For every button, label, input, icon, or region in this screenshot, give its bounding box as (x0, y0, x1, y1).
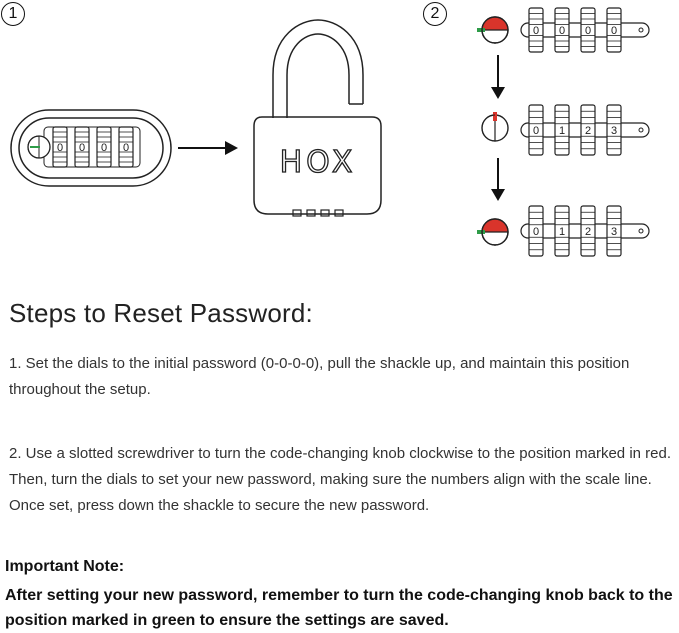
dial-digit: 2 (585, 226, 591, 238)
lock-logo: HOX (280, 145, 357, 180)
step-1-instructions: 1. Set the dials to the initial password… (9, 355, 630, 398)
dial-digit: 0 (559, 25, 565, 37)
knob-red-position (481, 112, 509, 142)
green-marker (477, 28, 485, 32)
axle-screw-icon (638, 27, 644, 33)
dial-digit: 0 (585, 25, 591, 37)
dial-digit: 0 (101, 142, 107, 154)
arrow-down-icon-1 (491, 55, 505, 99)
dials-row-2: 0 1 2 3 (520, 104, 650, 156)
padlock-illustration (253, 19, 382, 217)
dial-digit: 1 (559, 125, 565, 137)
dials-overview: 0 0 0 0 (52, 126, 134, 168)
knob-green-position-2 (477, 218, 509, 246)
lock-bottom-knob (27, 135, 51, 159)
dial-digit: 0 (533, 226, 539, 238)
dials-row-3: 0 1 2 3 (520, 205, 650, 257)
dials-row-1: 0 0 0 0 (520, 7, 650, 53)
important-note-title: Important Note: (5, 558, 125, 575)
reset-diagram: 0 0 0 0 HOX 0 0 0 0 0 1 2 3 0 1 2 3 (10, 7, 650, 257)
step-2-instructions: 2. Use a slotted screwdriver to turn the… (9, 445, 672, 514)
red-marker (482, 219, 508, 232)
dial-digit: 0 (57, 142, 63, 154)
dial-digit: 2 (585, 125, 591, 137)
dial-digit: 0 (611, 25, 617, 37)
arrow-to-lock-icon (178, 141, 238, 155)
step-1-number: 1 (1, 2, 25, 26)
red-marker (493, 112, 497, 121)
dial-digit: 1 (559, 226, 565, 238)
green-marker (477, 230, 485, 234)
step-2-number: 2 (423, 2, 447, 26)
red-marker (482, 17, 508, 30)
dial-digit: 0 (533, 25, 539, 37)
axle-screw-icon (638, 127, 644, 133)
dial-digit: 3 (611, 226, 617, 238)
dial-digit: 0 (79, 142, 85, 154)
dial-digit: 3 (611, 125, 617, 137)
important-note-body: After setting your new password, remembe… (5, 587, 673, 629)
dial-digit: 0 (123, 142, 129, 154)
dial-digit: 0 (533, 125, 539, 137)
knob-green-position-1 (477, 16, 509, 44)
arrow-down-icon-2 (491, 158, 505, 201)
page-title: Steps to Reset Password: (9, 298, 313, 328)
axle-screw-icon (638, 228, 644, 234)
